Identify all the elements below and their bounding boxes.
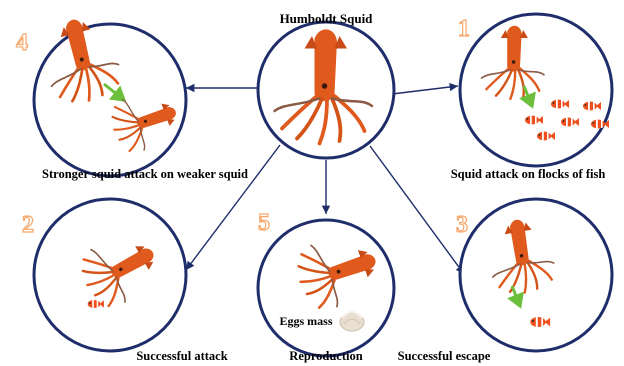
center-node — [258, 22, 394, 158]
stage-3-number: 3 — [456, 212, 468, 238]
arrow-to-stage-1 — [392, 86, 458, 94]
stage-4-label: Stronger squid attack on weaker squid — [42, 167, 248, 181]
arrow-to-stage-2 — [186, 145, 280, 270]
egg-mass-icon — [340, 312, 364, 331]
eggs-mass-label: Eggs mass — [279, 314, 332, 328]
stage-5-label: Reproduction — [289, 349, 362, 363]
stage-2-label: Successful attack — [136, 349, 227, 363]
stage-2-number: 2 — [22, 212, 34, 238]
stage-5-number: 5 — [258, 210, 270, 236]
stage-5-node — [258, 220, 394, 356]
stage-1-label: Squid attack on flocks of fish — [451, 167, 606, 181]
stage-3-label: Successful escape — [398, 349, 491, 363]
stage-2-node — [34, 199, 186, 351]
center-title: Humboldt Squid — [280, 11, 374, 26]
stage-3-node — [460, 199, 612, 351]
stage-4-node — [34, 11, 186, 176]
stage-4-number: 4 — [16, 30, 28, 56]
stage-1-number: 1 — [458, 16, 470, 42]
stage-1-node — [460, 14, 612, 166]
